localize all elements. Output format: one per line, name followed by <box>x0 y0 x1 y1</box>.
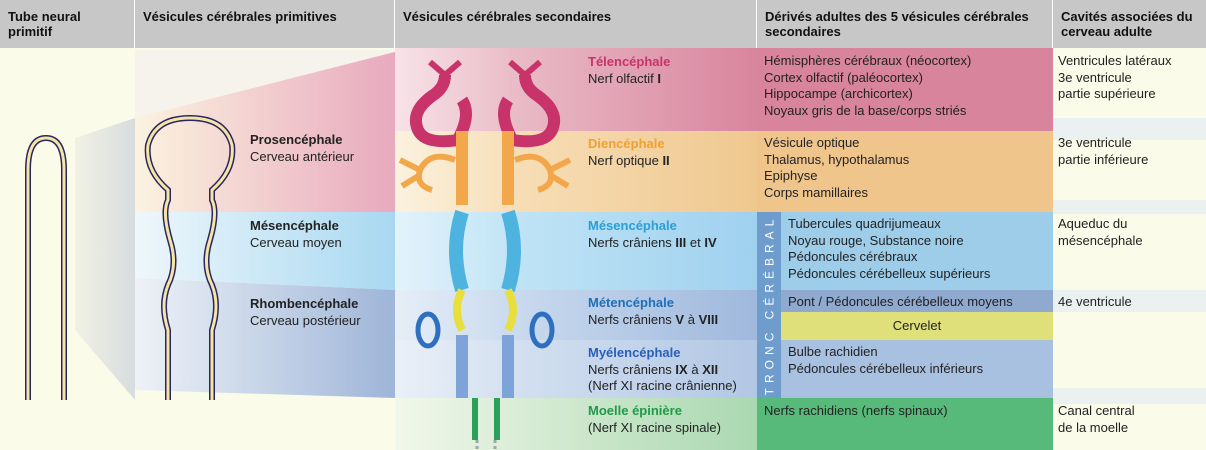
cavite-item: partie supérieure <box>1058 86 1171 103</box>
header-primitives: Vésicules cérébrales primitives <box>135 0 395 48</box>
nerve-number: III <box>675 235 686 250</box>
derive-item: Pont / Pédoncules cérébelleux moyens <box>788 294 1013 311</box>
derive-item: Tubercules quadrijumeaux <box>788 216 990 233</box>
derive-item: Noyaux gris de la base/corps striés <box>764 103 971 120</box>
derive-item: Pédoncules cérébelleux inférieurs <box>788 361 983 378</box>
cavite-item: Ventricules latéraux <box>1058 53 1171 70</box>
nerve-text: Nerf olfactif <box>588 71 657 86</box>
header-label: Dérivés adultes des 5 vésicules cérébral… <box>765 9 1029 39</box>
label-diencephale: Diencéphale Nerf optique II <box>588 136 670 169</box>
header-tube-neural: Tube neural primitif <box>0 0 135 48</box>
secondary-name: Moelle épinière <box>588 403 721 420</box>
nerve-text: à <box>688 362 702 377</box>
derives-diencephale: Vésicule optique Thalamus, hypothalamus … <box>764 135 909 201</box>
tronc-text: TRONC CÉRÉBRAL <box>762 215 776 396</box>
nerve-text: Nerfs crâniens <box>588 235 675 250</box>
primary-desc: Cerveau antérieur <box>250 149 354 166</box>
primary-name: Prosencéphale <box>250 132 354 149</box>
cavites-moelle: Canal central de la moelle <box>1058 403 1135 436</box>
primary-desc: Cerveau moyen <box>250 235 342 252</box>
label-prosencephale: Prosencéphale Cerveau antérieur <box>250 132 354 165</box>
nerve-text: et <box>686 235 704 250</box>
derive-item: Noyau rouge, Substance noire <box>788 233 990 250</box>
cavite-item: Aqueduc du <box>1058 216 1143 233</box>
header-label: Tube neural primitif <box>8 9 81 39</box>
label-mesencephale-primary: Mésencéphale Cerveau moyen <box>250 218 342 251</box>
label-myelencephale: Myélencéphale Nerfs crâniens IX à XII (N… <box>588 345 737 395</box>
nerve-number: IV <box>704 235 716 250</box>
derive-item: Vésicule optique <box>764 135 909 152</box>
tronc-cerebral-label: TRONC CÉRÉBRAL <box>757 212 781 398</box>
derive-item: Epiphyse <box>764 168 909 185</box>
derives-myelencephale: Bulbe rachidien Pédoncules cérébelleux i… <box>788 344 983 377</box>
nerve-number: VIII <box>699 312 719 327</box>
derives-metencephale: Pont / Pédoncules cérébelleux moyens <box>788 294 1013 311</box>
cavite-item: Canal central <box>1058 403 1135 420</box>
header-label: Vésicules cérébrales secondaires <box>403 9 611 24</box>
derives-cervelet: Cervelet <box>781 318 1053 335</box>
header-cavites: Cavités associées du cerveau adulte <box>1053 0 1206 48</box>
secondary-name: Télencéphale <box>588 54 670 71</box>
derive-item: Pédoncules cérébelleux supérieurs <box>788 266 990 283</box>
nerve-text: Nerfs crâniens <box>588 362 675 377</box>
cavite-item: 3e ventricule <box>1058 135 1148 152</box>
derive-item: Hippocampe (archicortex) <box>764 86 971 103</box>
derive-item: Pédoncules cérébraux <box>788 249 990 266</box>
cavite-item: 3e ventricule <box>1058 70 1171 87</box>
cavites-rhombencephale: 4e ventricule <box>1058 294 1132 311</box>
header-label: Vésicules cérébrales primitives <box>143 9 337 24</box>
cavite-item: mésencéphale <box>1058 233 1143 250</box>
nerve-number: XII <box>702 362 718 377</box>
cavite-item: de la moelle <box>1058 420 1135 437</box>
derives-telencephale: Hémisphères cérébraux (néocortex) Cortex… <box>764 53 971 119</box>
nerve-text: à <box>684 312 698 327</box>
header-secondaires: Vésicules cérébrales secondaires <box>395 0 757 48</box>
nerve-note: (Nerf XI racine crânienne) <box>588 378 737 395</box>
secondary-name: Métencéphale <box>588 295 718 312</box>
secondary-name: Diencéphale <box>588 136 670 153</box>
header-label: Cavités associées du cerveau adulte <box>1061 9 1193 39</box>
label-mesencephale-secondary: Mésencéphale Nerfs crâniens III et IV <box>588 218 717 251</box>
derives-mesencephale: Tubercules quadrijumeaux Noyau rouge, Su… <box>788 216 990 282</box>
derive-item: Corps mamillaires <box>764 185 909 202</box>
label-telencephale: Télencéphale Nerf olfactif I <box>588 54 670 87</box>
nerve-text: Nerfs crâniens <box>588 312 675 327</box>
neural-tube-shape <box>28 138 64 400</box>
nerve-number: II <box>662 153 669 168</box>
label-rhombencephale: Rhombencéphale Cerveau postérieur <box>250 296 361 329</box>
nerve-number: V <box>675 312 684 327</box>
cavite-item: 4e ventricule <box>1058 294 1132 311</box>
cavites-mesencephale: Aqueduc du mésencéphale <box>1058 216 1143 249</box>
secondary-name: Myélencéphale <box>588 345 737 362</box>
cavites-diencephale: 3e ventricule partie inférieure <box>1058 135 1148 168</box>
nerve-text: Nerf optique <box>588 153 662 168</box>
derive-item: Hémisphères cérébraux (néocortex) <box>764 53 971 70</box>
derives-moelle: Nerfs rachidiens (nerfs spinaux) <box>764 403 948 420</box>
nerve-number: IX <box>675 362 687 377</box>
label-metencephale: Métencéphale Nerfs crâniens V à VIII <box>588 295 718 328</box>
cavites-telencephale: Ventricules latéraux 3e ventricule parti… <box>1058 53 1171 103</box>
primary-desc: Cerveau postérieur <box>250 313 361 330</box>
derive-item: Nerfs rachidiens (nerfs spinaux) <box>764 403 948 420</box>
nerve-note: (Nerf XI racine spinale) <box>588 420 721 437</box>
label-moelle: Moelle épinière (Nerf XI racine spinale) <box>588 403 721 436</box>
nerve-number: I <box>657 71 661 86</box>
derive-item: Thalamus, hypothalamus <box>764 152 909 169</box>
primary-name: Rhombencéphale <box>250 296 361 313</box>
derive-item: Bulbe rachidien <box>788 344 983 361</box>
cavite-item: partie inférieure <box>1058 152 1148 169</box>
secondary-name: Mésencéphale <box>588 218 717 235</box>
derive-item: Cervelet <box>781 318 1053 335</box>
header-derives: Dérivés adultes des 5 vésicules cérébral… <box>757 0 1053 48</box>
primary-name: Mésencéphale <box>250 218 342 235</box>
derive-item: Cortex olfactif (paléocortex) <box>764 70 971 87</box>
